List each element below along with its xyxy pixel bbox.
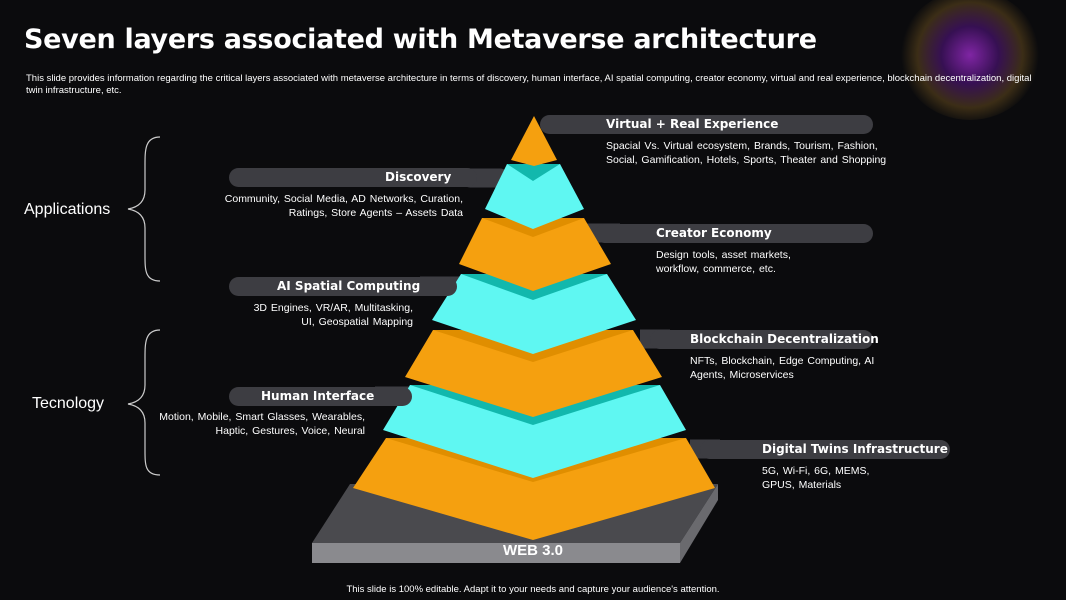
pill-ai-spatial: AI Spatial Computing: [229, 277, 457, 296]
desc-human-line2: Haptic, Gestures, Voice, Neural: [215, 425, 365, 437]
group-label-technology: Tecnology: [32, 395, 105, 412]
layer-creator-economy: [459, 218, 611, 291]
layer-blockchain: [405, 330, 662, 417]
layer-digital-twin: [353, 438, 715, 540]
group-label-applications: Applications: [24, 201, 111, 218]
pill-discovery: Discovery: [229, 168, 477, 187]
desc-digital-twin-line2: GPUS, Materials: [762, 479, 842, 491]
decorative-glow: [900, 0, 1040, 120]
pill-human-interface: Human Interface: [229, 387, 412, 406]
page-subtitle: This slide provides information regardin…: [26, 73, 1032, 96]
layer-discovery-top: [507, 164, 560, 181]
desc-blockchain-line1: NFTs, Blockchain, Edge Computing, AI: [690, 355, 875, 367]
pill-digital-twin: Digital Twins Infrastructure: [700, 440, 950, 459]
desc-discovery-line2: Ratings, Store Agents – Assets Data: [288, 207, 463, 219]
layer-discovery: [485, 164, 584, 229]
base-platform-front: [312, 543, 680, 563]
pill-virtual-real: Virtual + Real Experience: [540, 115, 873, 134]
desc-digital-twin-line1: 5G, Wi-Fi, 6G, MEMS,: [762, 465, 870, 477]
desc-creator-economy: Design tools, asset markets, workflow, c…: [656, 248, 791, 276]
desc-digital-twin: 5G, Wi-Fi, 6G, MEMS, GPUS, Materials: [762, 464, 869, 492]
base-label: WEB 3.0: [502, 542, 563, 559]
desc-human-interface: Motion, Mobile, Smart Glasses, Wearables…: [120, 410, 365, 438]
desc-discovery-line1: Community, Social Media, AD Networks, Cu…: [224, 193, 463, 205]
desc-ai-line1: 3D Engines, VR/AR, Multitasking,: [253, 302, 413, 314]
layer-human-interface: [383, 385, 686, 478]
desc-creator-line1: Design tools, asset markets,: [656, 249, 791, 261]
pill-blockchain: Blockchain Decentralization: [650, 330, 879, 349]
desc-virtual-real-line1: Spacial Vs. Virtual ecosystem, Brands, T…: [606, 140, 878, 152]
desc-ai-spatial: 3D Engines, VR/AR, Multitasking, UI, Geo…: [200, 301, 413, 329]
brace-technology: [127, 329, 161, 476]
desc-ai-line2: UI, Geospatial Mapping: [301, 316, 413, 328]
desc-virtual-real-line2: Social, Gamification, Hotels, Sports, Th…: [606, 154, 887, 166]
desc-blockchain-line2: Agents, Microservices: [690, 369, 794, 381]
desc-discovery: Community, Social Media, AD Networks, Cu…: [150, 192, 463, 220]
brace-applications: [127, 136, 161, 282]
desc-blockchain: NFTs, Blockchain, Edge Computing, AI Age…: [690, 354, 874, 382]
footer-note: This slide is 100% editable. Adapt it to…: [346, 584, 720, 595]
desc-creator-line2: workflow, commerce, etc.: [656, 263, 776, 275]
desc-human-line1: Motion, Mobile, Smart Glasses, Wearables…: [159, 411, 365, 423]
base-platform-side: [680, 484, 718, 563]
layer-ai-spatial: [432, 274, 636, 354]
layer-virtual-real: [511, 116, 557, 166]
pill-creator-economy: Creator Economy: [595, 224, 873, 243]
desc-virtual-real: Spacial Vs. Virtual ecosystem, Brands, T…: [606, 139, 886, 167]
page-title: Seven layers associated with Metaverse a…: [24, 24, 817, 55]
